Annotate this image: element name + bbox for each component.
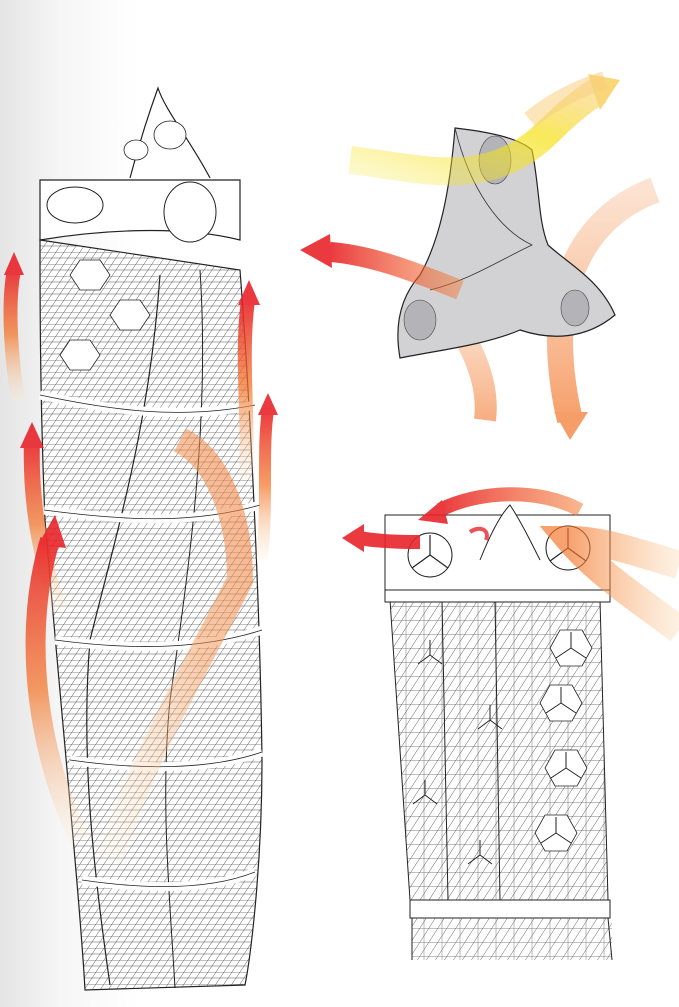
- plan-view-panel: [270, 40, 679, 460]
- plan-view-drawing: [270, 40, 679, 460]
- airflow-arrow-right-1: [238, 280, 260, 480]
- tower-top-drawing: [330, 480, 679, 1007]
- airflow-arrow-left-1: [4, 252, 24, 400]
- tower-top-panel: [330, 480, 679, 1007]
- tower-crown: [40, 88, 240, 242]
- tower-top-lattice: [385, 595, 615, 960]
